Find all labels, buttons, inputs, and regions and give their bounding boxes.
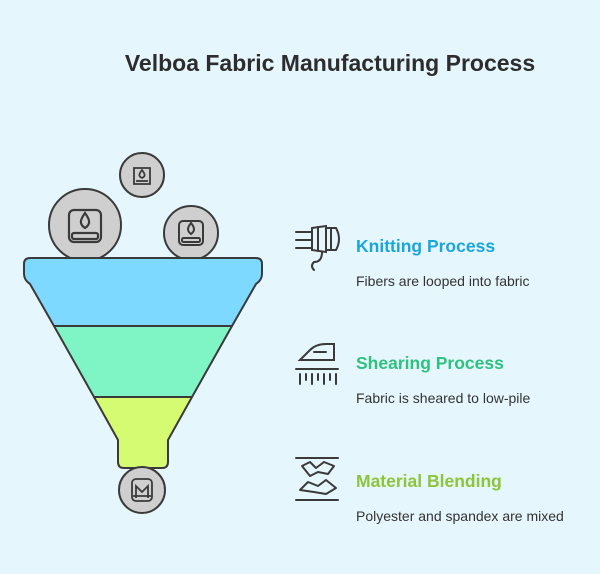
funnel-section-middle <box>53 325 233 398</box>
input-material-small <box>119 152 165 198</box>
input-material-right <box>163 205 219 261</box>
diagram-title: Velboa Fabric Manufacturing Process <box>124 50 536 76</box>
step-description-blending: Polyester and spandex are mixed <box>356 508 564 524</box>
finished-fabric-icon <box>131 478 153 502</box>
step-title-knitting: Knitting Process <box>356 236 496 256</box>
shearing-machine-icon <box>295 343 339 385</box>
step-title-shearing: Shearing Process <box>356 353 504 373</box>
step-title-blending: Material Blending <box>356 471 502 491</box>
fabric-material-icon <box>178 220 204 246</box>
funnel-section-bottom <box>93 396 193 469</box>
step-description-shearing: Fabric is sheared to low-pile <box>356 390 531 406</box>
fabric-material-icon <box>133 167 151 185</box>
step-description-knitting: Fibers are looped into fabric <box>356 273 530 289</box>
input-material-large <box>48 188 122 262</box>
blending-icon <box>295 457 339 501</box>
fabric-material-icon <box>67 208 103 244</box>
funnel <box>23 257 263 469</box>
output-fabric <box>118 466 166 514</box>
funnel-section-top <box>23 257 263 327</box>
yarn-knitting-icon <box>295 224 340 271</box>
